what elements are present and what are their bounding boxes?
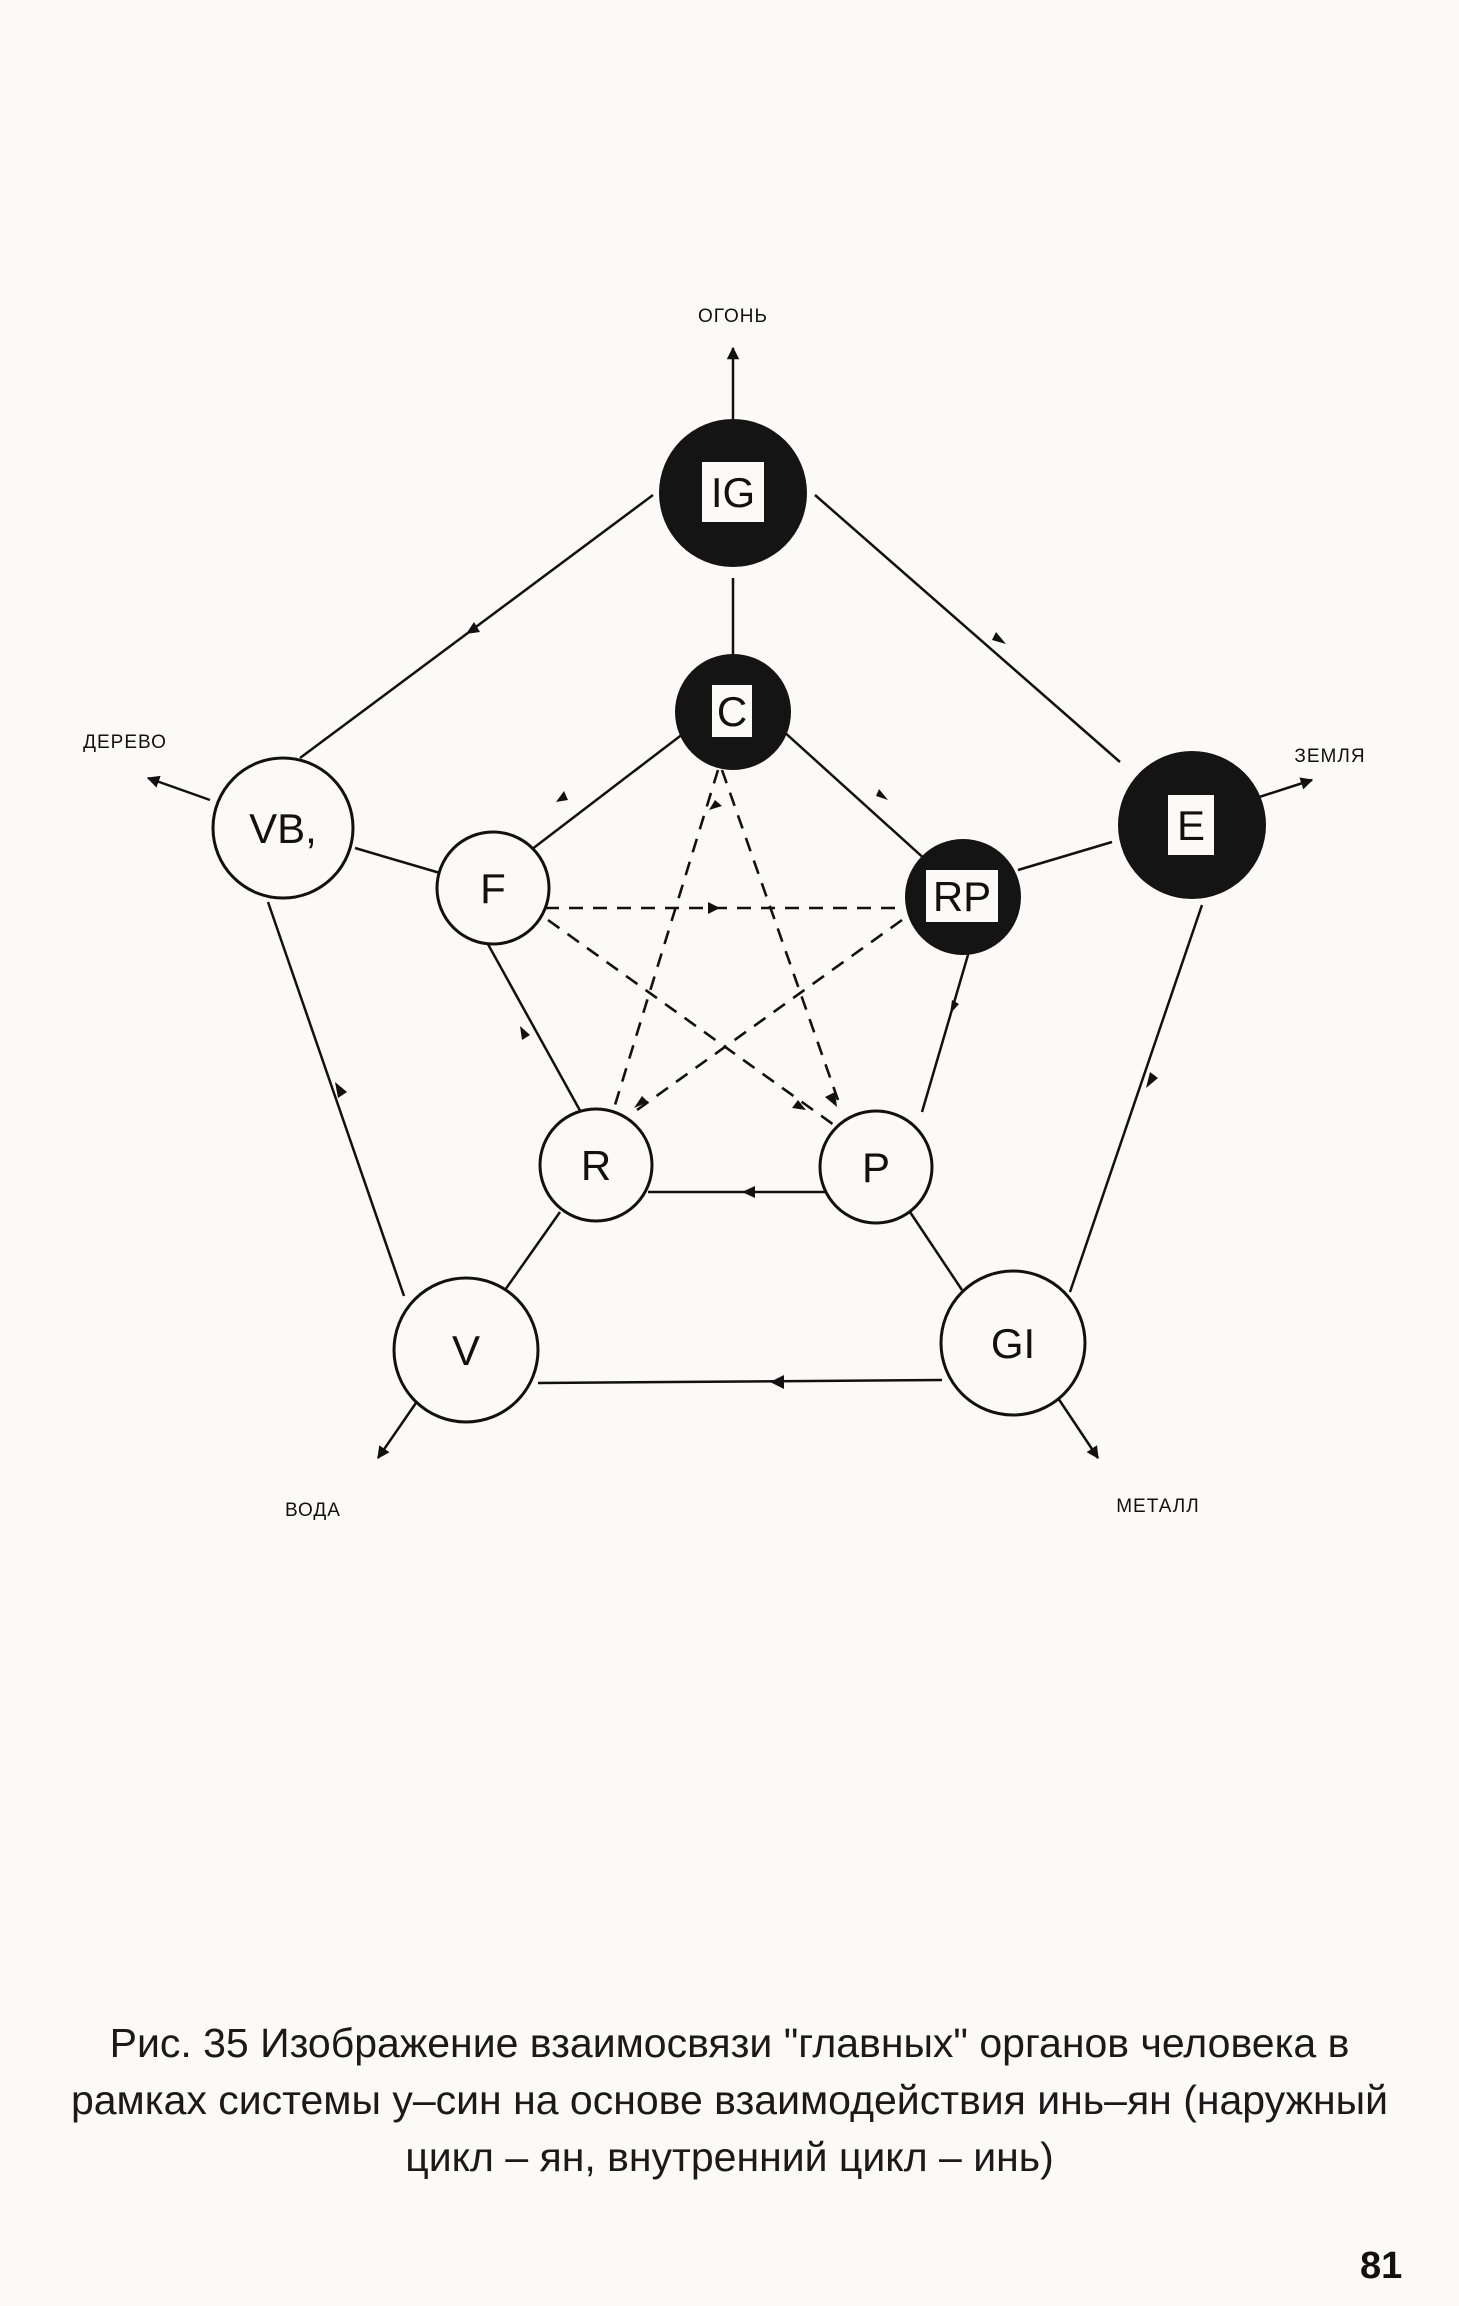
edge-rp-p [920, 947, 972, 1113]
spoke-vb-f [354, 846, 441, 875]
node-c: C [675, 654, 791, 770]
node-e: E [1118, 751, 1266, 899]
arrow-to-wood [146, 775, 211, 802]
arrow-c-rp [876, 789, 888, 800]
node-rp: RP [905, 839, 1021, 955]
star-c-r [613, 769, 720, 1106]
inner-cycle-arrows [520, 789, 959, 1198]
node-f-circle [435, 830, 551, 946]
star-arrow-f-p [792, 1100, 806, 1110]
node-gi-label: GI [991, 1320, 1035, 1367]
label-water: ВОДА [285, 1500, 341, 1521]
spokes [354, 578, 1113, 1291]
edge-ig-e [814, 494, 1121, 763]
star-f-p [547, 918, 849, 1137]
label-metal: МЕТАЛЛ [1116, 1496, 1200, 1517]
node-ig: IG [659, 419, 807, 567]
node-vb-label: VB, [249, 805, 317, 852]
node-f: F [435, 830, 551, 946]
spoke-gi-p [908, 1211, 964, 1291]
star-c-p [720, 769, 840, 1101]
node-e-label-box [1168, 795, 1214, 855]
node-vb-circle [211, 756, 355, 900]
node-rp-label-box [926, 870, 998, 922]
page-number: 81 [1360, 2245, 1403, 2287]
node-ig-label: IG [711, 469, 755, 516]
arrow-ig-e [992, 632, 1006, 644]
node-f-label: F [480, 865, 506, 912]
caption-line-3: цикл – ян, внутренний цикл – инь) [405, 2134, 1054, 2180]
node-r: R [538, 1107, 654, 1223]
node-v-label: V [452, 1327, 480, 1374]
inner-cycle [482, 729, 972, 1194]
node-p-circle [818, 1109, 934, 1225]
arrow-r-f [520, 1026, 530, 1040]
node-gi-circle [939, 1269, 1087, 1417]
star-arrow-c-p [825, 1092, 837, 1107]
node-c-label-box [712, 685, 752, 737]
star-arrow-rp-r [634, 1096, 648, 1108]
node-v: V [392, 1276, 540, 1424]
caption-line-2: рамках системы у–син на основе взаимодей… [70, 2077, 1389, 2123]
star-arrow-r-c [709, 800, 722, 810]
node-p: P [818, 1109, 934, 1225]
spoke-v-r [503, 1211, 562, 1291]
arrow-rp-p [950, 1000, 959, 1014]
node-gi: GI [939, 1269, 1087, 1417]
spoke-e-rp [1017, 840, 1113, 872]
arrow-c-f [556, 791, 568, 802]
star-rp-r [629, 918, 903, 1117]
edge-e-gi [1068, 904, 1204, 1293]
node-ig-label-box [702, 462, 764, 522]
node-rp-label: RP [933, 873, 991, 920]
node-r-label: R [581, 1142, 611, 1189]
arrow-ig-vb [466, 622, 480, 634]
node-c-label: C [717, 688, 747, 735]
star-arrows [634, 800, 837, 1110]
arrow-p-r [742, 1186, 755, 1198]
node-r-circle [538, 1107, 654, 1223]
node-p-label: P [862, 1144, 890, 1191]
outer-cycle [266, 493, 1204, 1385]
edge-gi-v [537, 1378, 943, 1385]
arrow-v-vb [335, 1082, 347, 1098]
star-cycle [545, 769, 905, 1137]
edge-r-f [482, 936, 585, 1117]
caption-line-1: Рис. 35 Изображение взаимосвязи "главных… [109, 2020, 1350, 2066]
arrow-to-metal [1056, 1397, 1100, 1460]
edge-v-vb [266, 901, 406, 1297]
label-wood: ДЕРЕВО [83, 732, 167, 753]
edge-c-rp [781, 729, 929, 863]
outer-cycle-arrows [335, 622, 1158, 1389]
arrow-to-water [376, 1399, 420, 1460]
label-earth: ЗЕМЛЯ [1294, 746, 1365, 767]
node-v-circle [392, 1276, 540, 1424]
figure-caption: Рис. 35 Изображение взаимосвязи "главных… [0, 2015, 1459, 2186]
arrow-gi-v [770, 1375, 784, 1389]
label-fire: ОГОНЬ [698, 306, 768, 327]
star-arrow-f-rp [708, 902, 720, 914]
edge-c-f [526, 729, 689, 854]
arrow-e-gi [1146, 1072, 1158, 1088]
node-vb: VB, [211, 756, 355, 900]
node-e-label: E [1177, 802, 1205, 849]
